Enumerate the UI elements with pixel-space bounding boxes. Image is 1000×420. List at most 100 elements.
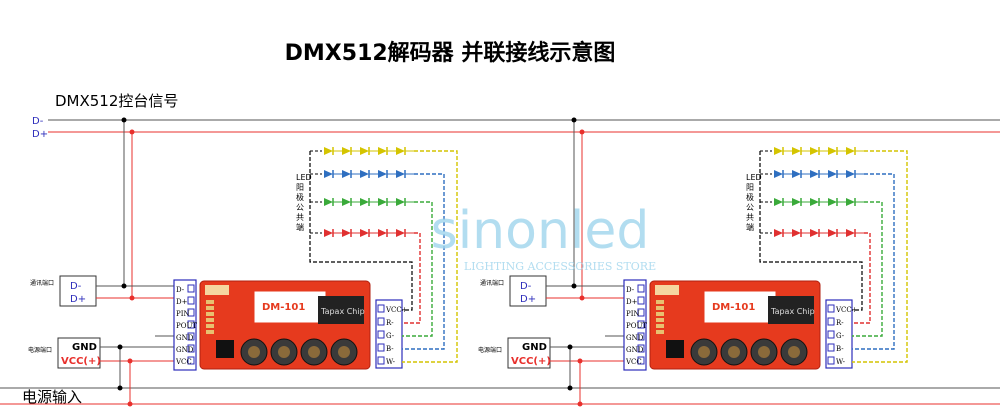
led-diode-3 xyxy=(360,198,369,206)
led-label-char: 极 xyxy=(746,192,754,202)
signal-pin-d-minus: D- xyxy=(520,281,532,292)
led-diode-2 xyxy=(792,170,801,178)
led-label-char: LED xyxy=(296,173,312,182)
pcb-pad xyxy=(205,285,229,295)
right-terminal-label: G- xyxy=(836,332,845,340)
pcb-smd xyxy=(656,318,664,322)
led-diode-5 xyxy=(396,229,405,237)
led-diode-5 xyxy=(846,147,855,155)
led-label-char: 公 xyxy=(296,203,304,212)
right-terminal-label: G- xyxy=(386,332,395,340)
left-terminal-label: D+ xyxy=(176,298,188,306)
cathode-wire xyxy=(852,173,895,350)
power-vcc-label: VCC(+) xyxy=(61,356,101,367)
led-diode-2 xyxy=(342,229,351,237)
cathode-wire xyxy=(852,232,871,324)
junction-dot xyxy=(571,117,577,123)
led-diode-3 xyxy=(810,229,819,237)
mosfet xyxy=(216,340,234,358)
left-terminal-pin xyxy=(637,356,645,365)
right-terminal-pin xyxy=(827,343,835,352)
left-terminal-pin xyxy=(637,332,645,341)
led-diode-3 xyxy=(810,198,819,206)
left-terminal-pin xyxy=(187,296,195,305)
left-terminal-label: D- xyxy=(176,286,185,294)
led-diode-1 xyxy=(774,147,783,155)
junction-dot xyxy=(579,129,585,135)
led-diode-2 xyxy=(792,147,801,155)
led-diode-4 xyxy=(828,198,837,206)
junction-dot xyxy=(567,385,573,391)
cathode-wire xyxy=(852,201,883,337)
led-diode-5 xyxy=(396,147,405,155)
junction-dot xyxy=(127,401,133,407)
left-terminal-pin xyxy=(187,284,195,293)
junction-dot xyxy=(121,117,127,123)
common-anode-wire xyxy=(759,151,863,311)
led-diode-1 xyxy=(324,147,333,155)
led-diode-4 xyxy=(378,170,387,178)
pcb-smd xyxy=(656,324,664,328)
power-port-label: 电源端口 xyxy=(478,346,502,354)
left-terminal-pin xyxy=(637,284,645,293)
led-diode-2 xyxy=(342,147,351,155)
right-terminal-pin xyxy=(827,317,835,326)
led-diode-5 xyxy=(846,170,855,178)
left-terminal-label: D- xyxy=(626,286,635,294)
led-diode-1 xyxy=(324,229,333,237)
power-gnd-label: GND xyxy=(522,342,547,353)
right-terminal-label: VCC+ xyxy=(385,306,408,314)
right-terminal-label: B- xyxy=(386,345,394,353)
led-diode-5 xyxy=(846,229,855,237)
junction-dot xyxy=(571,283,577,289)
led-diode-4 xyxy=(378,147,387,155)
signal-port-box xyxy=(59,275,97,307)
led-label-char: LED xyxy=(746,173,762,182)
junction-dot xyxy=(567,344,573,350)
watermark-sub: LIGHTING ACCESSORIES STORE xyxy=(464,260,656,273)
signal-port-label: 通讯端口 xyxy=(480,279,504,287)
inductor-core xyxy=(248,346,260,358)
bus-d-plus-label: D+ xyxy=(32,129,48,140)
led-label-char: 阳 xyxy=(296,183,304,192)
right-terminal-label: W- xyxy=(836,358,846,366)
led-diode-3 xyxy=(810,147,819,155)
inductor-core xyxy=(278,346,290,358)
pcb-smd xyxy=(656,306,664,310)
left-terminal-label: GND xyxy=(626,346,644,354)
signal-pin-d-plus: D+ xyxy=(70,294,86,305)
led-diode-4 xyxy=(828,170,837,178)
controller-chip xyxy=(318,296,364,324)
led-string-green xyxy=(760,198,883,337)
left-terminal-label: POUT xyxy=(626,322,647,330)
chip-text: Tapax Chip xyxy=(320,307,365,316)
led-diode-3 xyxy=(360,170,369,178)
pcb-smd xyxy=(206,330,214,334)
cathode-wire xyxy=(402,150,458,363)
led-diode-3 xyxy=(360,147,369,155)
led-string-blue xyxy=(760,170,895,350)
power-gnd-label: GND xyxy=(72,342,97,353)
led-label-char: 共 xyxy=(746,213,754,222)
right-terminal-pin xyxy=(827,356,835,365)
led-string-green xyxy=(310,198,433,337)
led-diode-1 xyxy=(774,198,783,206)
led-label-char: 共 xyxy=(296,213,304,222)
controller-chip xyxy=(768,296,814,324)
led-diode-2 xyxy=(792,198,801,206)
inductor-core xyxy=(788,346,800,358)
junction-dot xyxy=(121,283,127,289)
led-diode-1 xyxy=(324,198,333,206)
board-model-label: DM-101 xyxy=(712,302,755,313)
bus-label: DMX512控台信号 xyxy=(55,92,178,110)
right-terminal-pin xyxy=(827,304,835,313)
signal-pin-d-minus: D- xyxy=(70,281,82,292)
common-anode-wire xyxy=(309,151,413,311)
right-terminal-label: R- xyxy=(836,319,844,327)
left-terminal-label: VCC xyxy=(625,358,642,366)
mosfet xyxy=(666,340,684,358)
power-input-label: 电源输入 xyxy=(22,388,82,406)
